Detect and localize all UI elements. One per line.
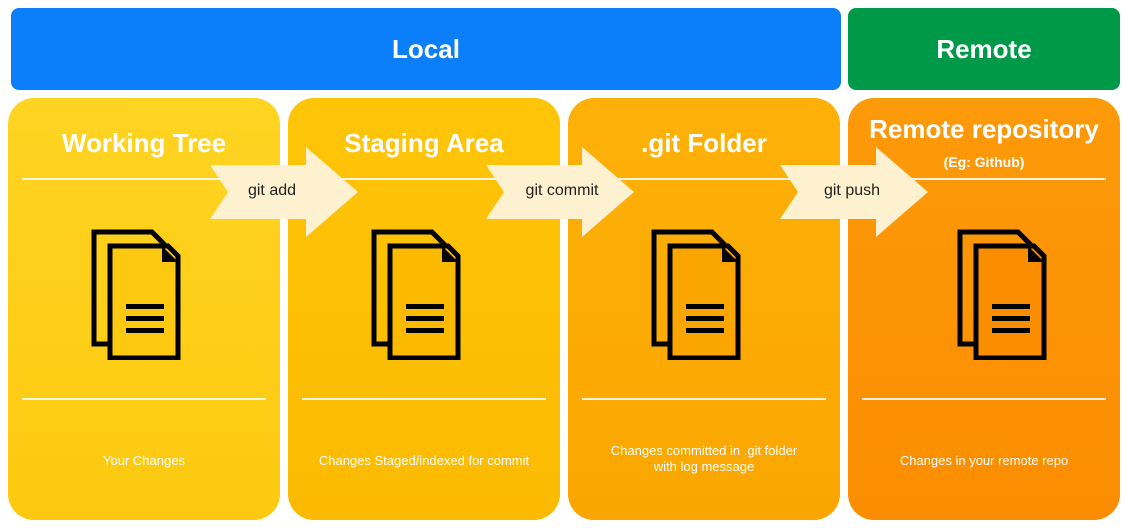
divider xyxy=(582,178,826,180)
document-stack-icon xyxy=(957,229,1047,360)
caption-line: Changes Staged/indexed for commit xyxy=(318,453,530,468)
right-arrow-icon xyxy=(210,147,358,237)
document-stack-icon xyxy=(91,229,181,360)
arrow-label: git commit xyxy=(525,182,599,199)
panel-caption: Changes Staged/indexed for commit xyxy=(298,453,550,469)
divider xyxy=(22,178,266,180)
panel-title: Working Tree xyxy=(61,128,227,158)
arrow-label: git add xyxy=(247,182,297,199)
panel-title: Remote repository xyxy=(869,114,1099,144)
local-banner-label: Local xyxy=(392,33,460,64)
caption-line: Your Changes xyxy=(103,453,185,468)
divider xyxy=(862,178,1106,180)
remote-banner-label: Remote xyxy=(936,33,1032,64)
panel-caption: Your Changes xyxy=(18,453,270,469)
panel-caption: Changes committed in .git folder with lo… xyxy=(578,443,830,475)
caption-line: Changes committed in .git folder xyxy=(610,443,798,458)
caption-line: with log message xyxy=(653,459,755,474)
divider xyxy=(582,398,826,400)
panel-caption: Changes in your remote repo xyxy=(858,453,1110,469)
panel-title: .git Folder xyxy=(641,128,767,158)
git-commit-arrow: git commit xyxy=(486,147,636,237)
divider xyxy=(22,398,266,400)
divider xyxy=(302,398,546,400)
panel-title: Staging Area xyxy=(344,128,504,158)
panel-subtitle: (Eg: Github) xyxy=(943,154,1025,170)
document-stack-icon xyxy=(651,229,741,360)
caption-line: Changes in your remote repo xyxy=(899,453,1069,468)
git-push-arrow: git push xyxy=(780,147,930,237)
document-stack-icon xyxy=(371,229,461,360)
local-banner: Local xyxy=(11,8,841,90)
arrow-label: git push xyxy=(823,182,881,199)
right-arrow-icon xyxy=(780,147,928,237)
divider xyxy=(302,178,546,180)
git-add-arrow: git add xyxy=(210,147,360,237)
divider xyxy=(862,398,1106,400)
remote-banner: Remote xyxy=(848,8,1120,90)
right-arrow-icon xyxy=(486,147,634,237)
